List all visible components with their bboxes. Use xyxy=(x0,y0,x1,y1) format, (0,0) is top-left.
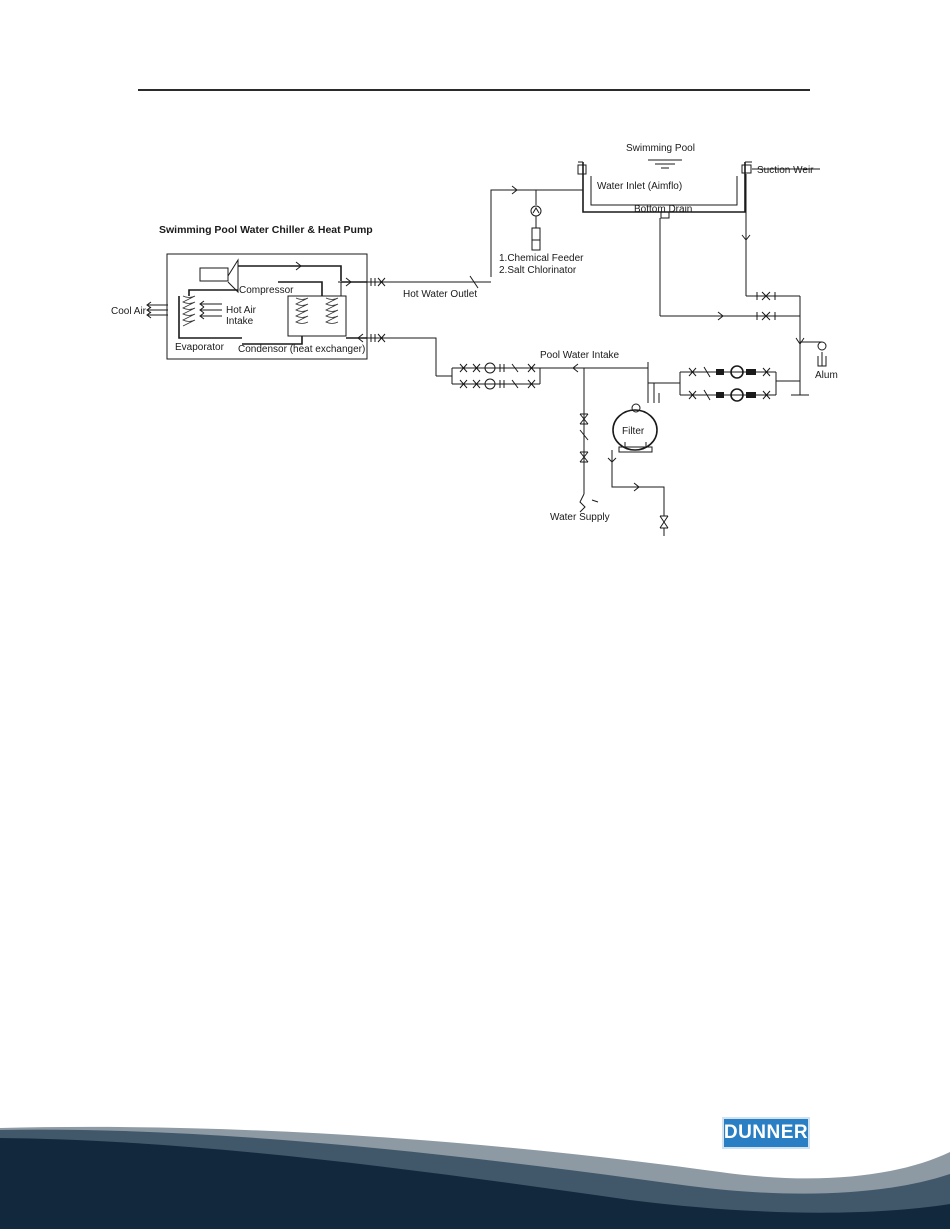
hot-water-line xyxy=(367,276,491,342)
label-suction-weir: Suction Weir xyxy=(757,165,814,176)
label-compressor: Compressor xyxy=(239,285,294,296)
label-salt-chlorinator: 2.Salt Chlorinator xyxy=(499,265,577,276)
label-hot-air: Hot Air xyxy=(226,305,257,316)
diagram-title: Swimming Pool Water Chiller & Heat Pump xyxy=(159,224,373,236)
filter xyxy=(608,383,668,536)
footer-wave xyxy=(0,1090,950,1229)
label-filter: Filter xyxy=(622,426,645,437)
label-water-supply: Water Supply xyxy=(550,512,610,523)
pump-set xyxy=(648,366,800,401)
label-condenser: Condensor (heat exchanger) xyxy=(238,344,365,355)
pool-chiller-diagram: Swimming Pool Suction Weir Water Inlet (… xyxy=(0,0,950,560)
dunner-logo: DUNNER xyxy=(722,1117,810,1149)
label-cool-air: Cool Air xyxy=(111,306,147,317)
valve-manifold xyxy=(380,338,540,389)
label-bottom-drain: Bottom Drain xyxy=(634,204,692,215)
intake-piping xyxy=(540,362,648,512)
label-water-inlet: Water Inlet (Aimflo) xyxy=(597,181,682,192)
label-hot-water-outlet: Hot Water Outlet xyxy=(403,289,477,300)
label-alum: Alum xyxy=(815,370,838,381)
label-swimming-pool: Swimming Pool xyxy=(626,143,695,154)
label-evaporator: Evaporator xyxy=(175,342,225,353)
logo-text: DUNNER xyxy=(724,1122,808,1144)
label-intake: Intake xyxy=(226,316,254,327)
label-chemical-feeder: 1.Chemical Feeder xyxy=(499,253,584,264)
label-pool-water-intake: Pool Water Intake xyxy=(540,350,620,361)
